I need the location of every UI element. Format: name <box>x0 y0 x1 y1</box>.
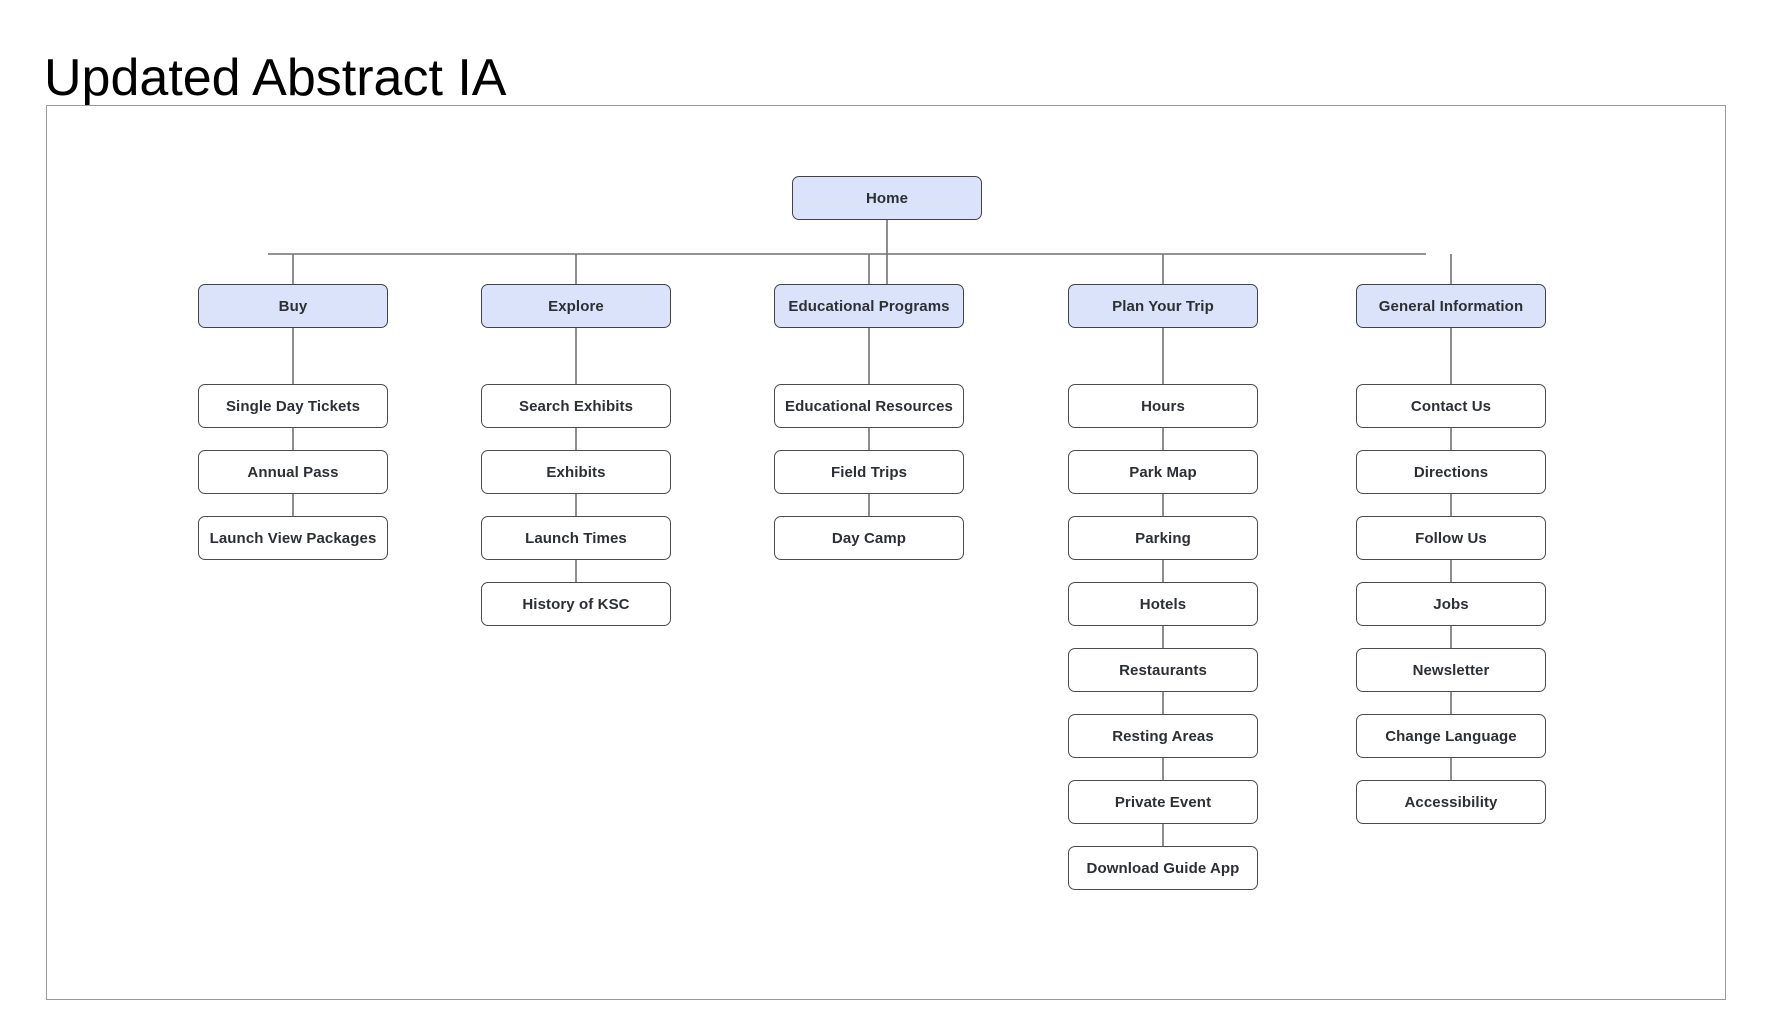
node-buy[interactable]: Buy <box>198 284 388 328</box>
node-label: Restaurants <box>1119 661 1207 679</box>
node-label: Single Day Tickets <box>225 397 361 415</box>
node-label: Accessibility <box>1404 793 1498 811</box>
node-educational-resources[interactable]: Educational Resources <box>774 384 964 428</box>
node-search-exhibits[interactable]: Search Exhibits <box>481 384 671 428</box>
node-label: Home <box>865 189 909 207</box>
node-launch-times[interactable]: Launch Times <box>481 516 671 560</box>
node-label: Resting Areas <box>1112 727 1214 745</box>
node-day-camp[interactable]: Day Camp <box>774 516 964 560</box>
node-launch-view-packages[interactable]: Launch View Packages <box>198 516 388 560</box>
node-restaurants[interactable]: Restaurants <box>1068 648 1258 692</box>
node-hotels[interactable]: Hotels <box>1068 582 1258 626</box>
node-newsletter[interactable]: Newsletter <box>1356 648 1546 692</box>
node-contact-us[interactable]: Contact Us <box>1356 384 1546 428</box>
node-label: Day Camp <box>831 529 907 547</box>
node-label: Educational Resources <box>785 397 953 415</box>
node-accessibility[interactable]: Accessibility <box>1356 780 1546 824</box>
node-label: Directions <box>1413 463 1489 481</box>
node-label: Park Map <box>1129 463 1197 481</box>
node-plan-your-trip[interactable]: Plan Your Trip <box>1068 284 1258 328</box>
node-label: Jobs <box>1433 595 1469 613</box>
node-label: Search Exhibits <box>518 397 634 415</box>
node-change-language[interactable]: Change Language <box>1356 714 1546 758</box>
node-label: Field Trips <box>830 463 908 481</box>
node-history-of-ksc[interactable]: History of KSC <box>481 582 671 626</box>
node-follow-us[interactable]: Follow Us <box>1356 516 1546 560</box>
node-label: Buy <box>278 297 308 315</box>
node-explore[interactable]: Explore <box>481 284 671 328</box>
node-single-day-tickets[interactable]: Single Day Tickets <box>198 384 388 428</box>
node-exhibits[interactable]: Exhibits <box>481 450 671 494</box>
page-title: Updated Abstract IA <box>44 48 507 107</box>
node-label: General Information <box>1378 297 1524 315</box>
node-parking[interactable]: Parking <box>1068 516 1258 560</box>
node-label: Follow Us <box>1415 529 1487 547</box>
node-label: Plan Your Trip <box>1112 297 1214 315</box>
node-park-map[interactable]: Park Map <box>1068 450 1258 494</box>
node-label: Contact Us <box>1410 397 1492 415</box>
node-download-guide-app[interactable]: Download Guide App <box>1068 846 1258 890</box>
node-label: Change Language <box>1385 727 1517 745</box>
node-label: Parking <box>1135 529 1191 547</box>
node-label: Exhibits <box>546 463 606 481</box>
node-annual-pass[interactable]: Annual Pass <box>198 450 388 494</box>
node-directions[interactable]: Directions <box>1356 450 1546 494</box>
node-label: Download Guide App <box>1086 859 1240 877</box>
node-educational-programs[interactable]: Educational Programs <box>774 284 964 328</box>
node-jobs[interactable]: Jobs <box>1356 582 1546 626</box>
node-label: Hours <box>1141 397 1185 415</box>
node-label: Hotels <box>1139 595 1187 613</box>
node-home[interactable]: Home <box>792 176 982 220</box>
node-label: Educational Programs <box>788 297 950 315</box>
node-resting-areas[interactable]: Resting Areas <box>1068 714 1258 758</box>
node-label: Newsletter <box>1412 661 1490 679</box>
node-label: Private Event <box>1114 793 1212 811</box>
node-label: Explore <box>548 297 604 315</box>
node-label: History of KSC <box>522 595 630 613</box>
node-field-trips[interactable]: Field Trips <box>774 450 964 494</box>
node-label: Launch View Packages <box>209 529 377 547</box>
node-label: Launch Times <box>525 529 627 547</box>
node-general-information[interactable]: General Information <box>1356 284 1546 328</box>
node-hours[interactable]: Hours <box>1068 384 1258 428</box>
node-private-event[interactable]: Private Event <box>1068 780 1258 824</box>
node-label: Annual Pass <box>247 463 339 481</box>
